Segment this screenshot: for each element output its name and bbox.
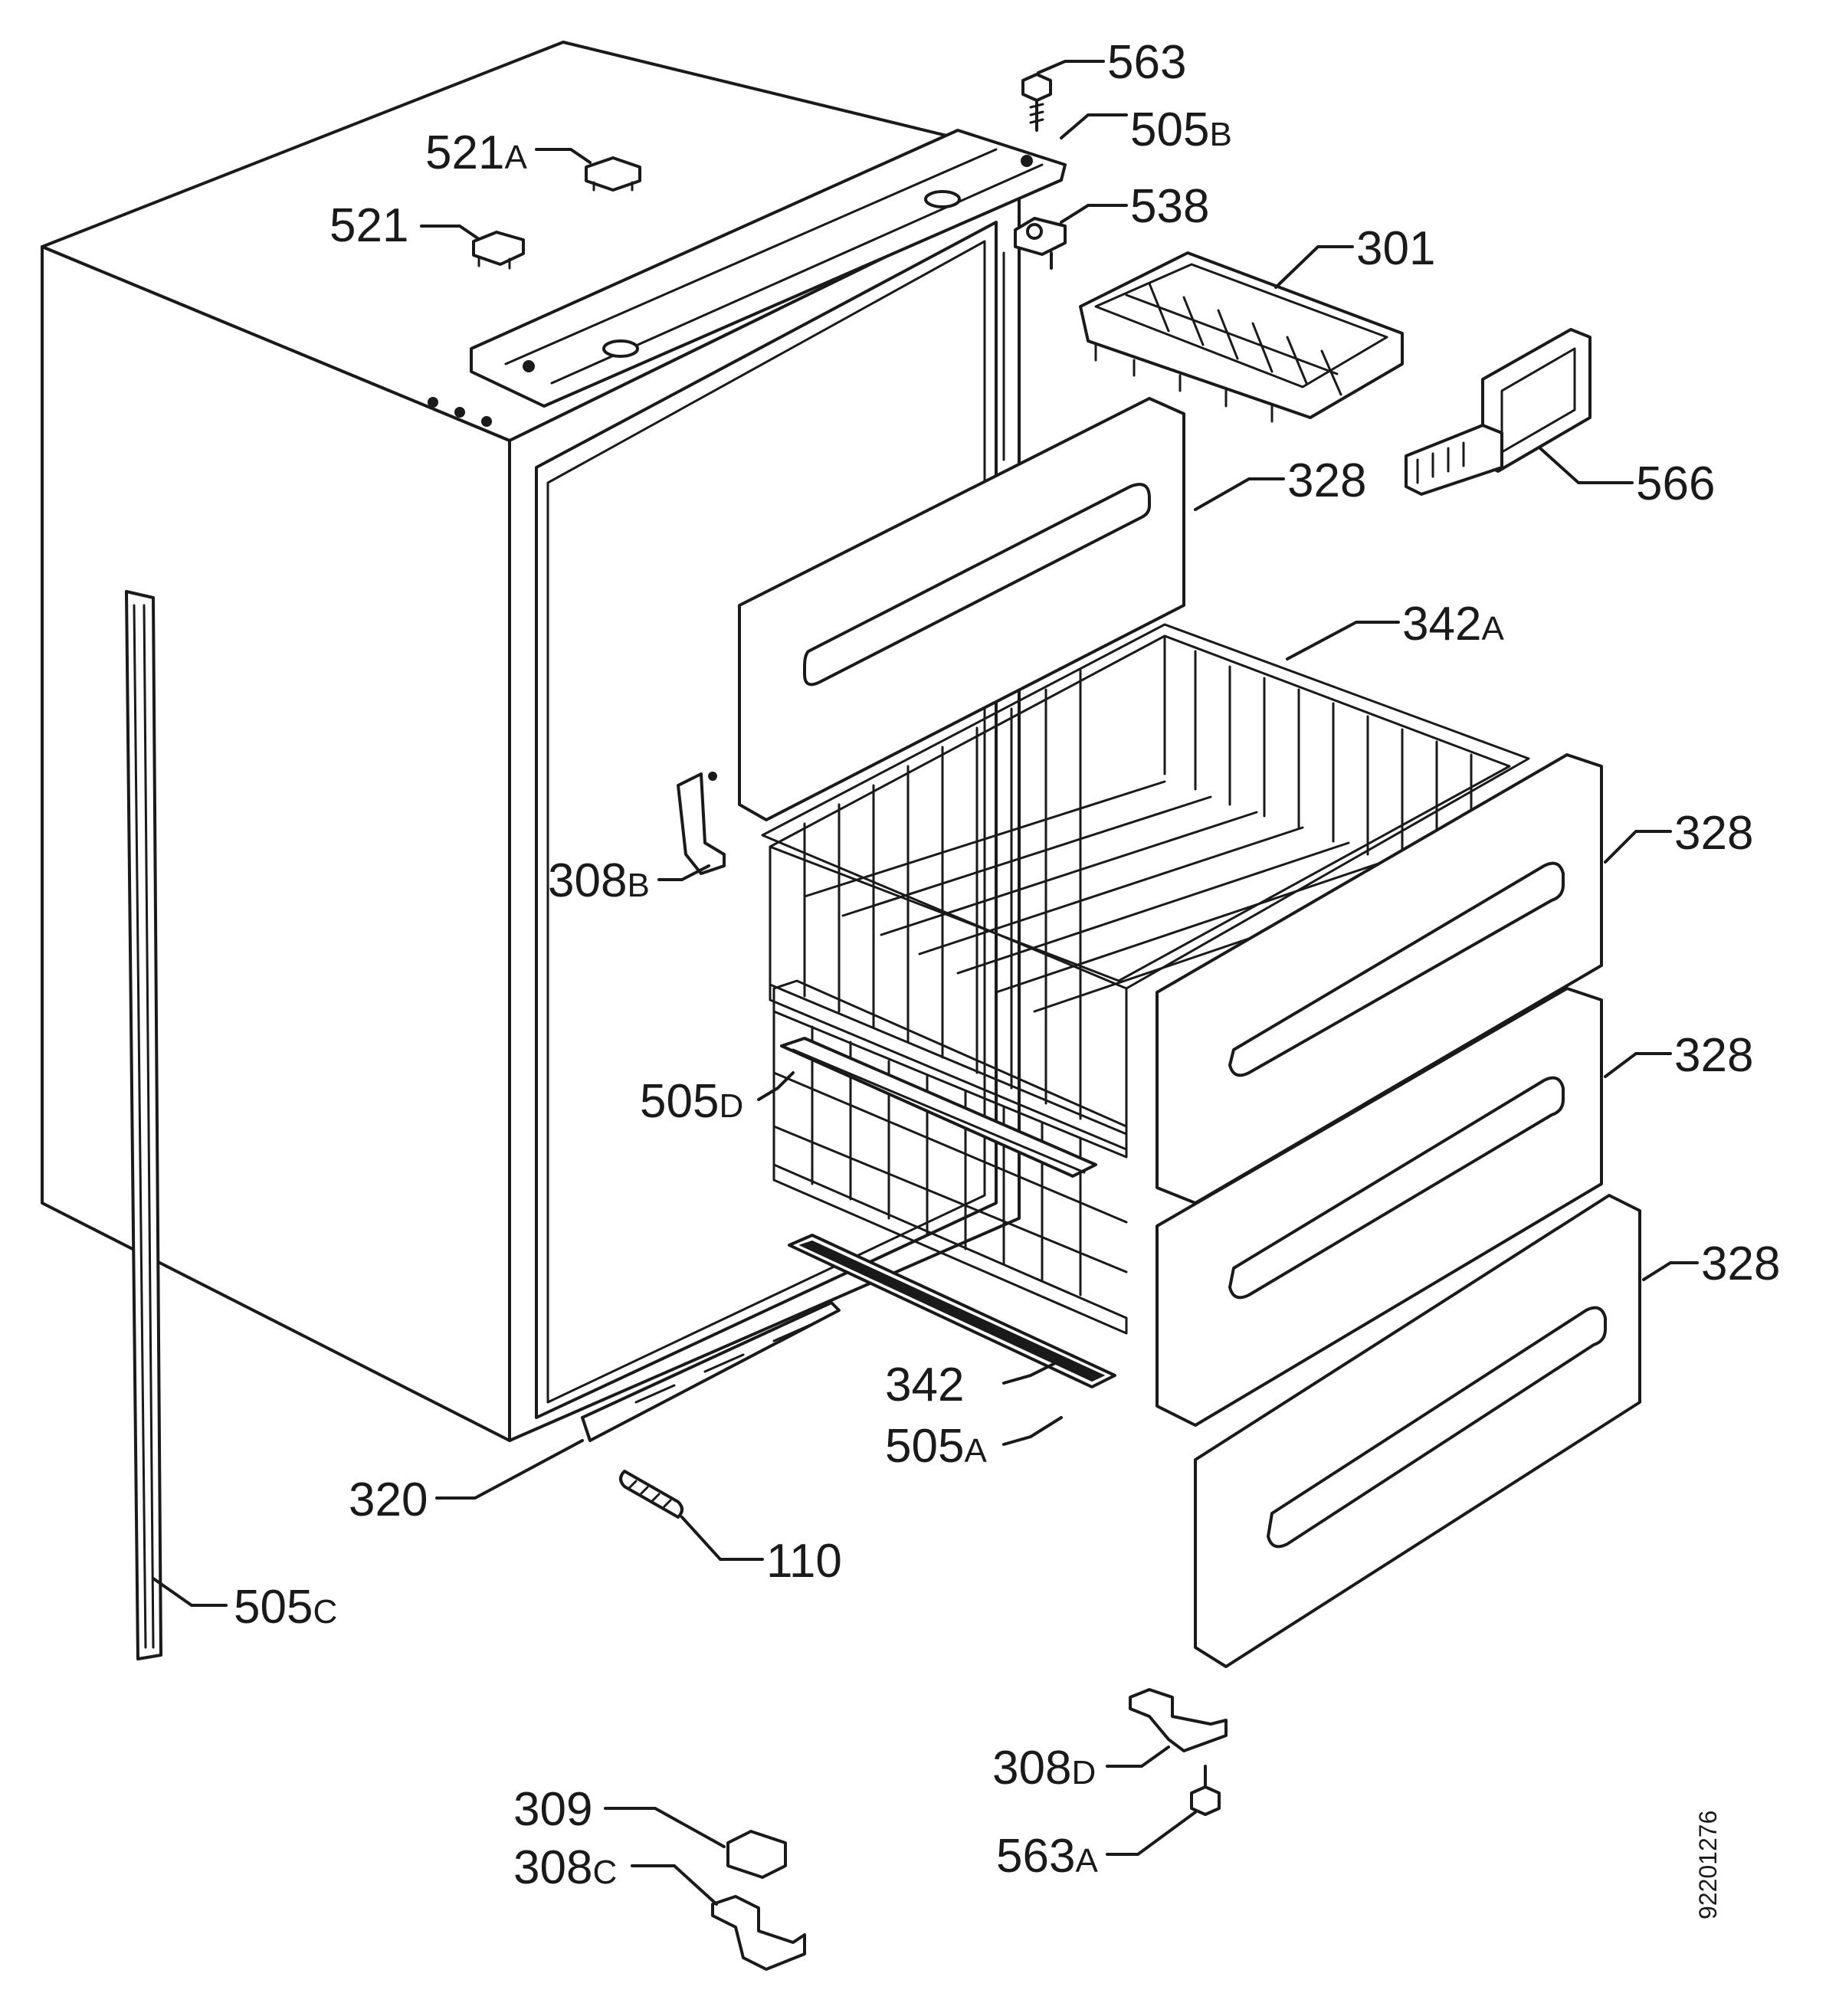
callout-110: 110 [766,1535,842,1588]
callout-505b: 505B [1130,103,1232,156]
leader-lines [152,60,1699,1906]
callout-308c: 308C [513,1841,617,1894]
callout-521a: 521A [425,126,527,179]
callout-538: 538 [1130,180,1209,233]
callout-320: 320 [349,1473,428,1526]
callout-563a: 563A [996,1830,1098,1883]
screw-part [1190,1765,1221,1816]
spacer-tube [619,1470,683,1519]
drawer-front-1 [1156,753,1603,1205]
drawer-front-3 [1194,1194,1641,1668]
door-seal-strip [125,590,162,1660]
drawer-front-flap [738,397,1185,821]
callout-505d: 505D [640,1075,743,1128]
callout-328-front-1: 328 [1674,807,1753,860]
callout-301: 301 [1356,222,1435,275]
callout-309: 309 [513,1783,592,1836]
callout-505c: 505C [234,1581,337,1634]
callout-labels: 563 505B 521A 521 538 301 566 328 342A 3… [234,36,1780,1894]
wire-basket-upper [761,623,1530,1151]
slide-rail [780,1037,1097,1178]
cap-part [726,1830,787,1879]
callout-521: 521 [329,199,408,252]
callout-505a: 505A [885,1420,987,1473]
ice-cube-tray [1079,251,1404,423]
callout-328-front-3: 328 [1701,1237,1780,1290]
callout-563: 563 [1107,36,1186,89]
callout-308b: 308B [548,854,650,907]
cap-part [472,231,525,270]
hinge-pin-part [1014,217,1067,270]
ice-scraper [1405,328,1592,496]
screw-part [1021,73,1052,132]
bottom-rail [788,1234,1116,1388]
cap-part [585,156,641,192]
callout-342a: 342A [1402,598,1504,651]
drawer-front-2 [1156,987,1603,1427]
kick-rail [581,1301,841,1442]
hinge-bracket [677,772,726,875]
callout-328-top: 328 [1287,454,1366,507]
hinge-bracket [711,1895,806,1971]
callout-328-front-2: 328 [1674,1029,1753,1082]
wire-basket-lower [772,979,1128,1335]
callout-566: 566 [1636,457,1715,510]
hinge-bracket [1129,1688,1228,1752]
drawing-number: 92201276 [1694,1811,1722,1919]
callout-308d: 308D [992,1742,1096,1795]
callout-342: 342 [885,1359,964,1411]
top-hinge-bar [470,129,1067,408]
